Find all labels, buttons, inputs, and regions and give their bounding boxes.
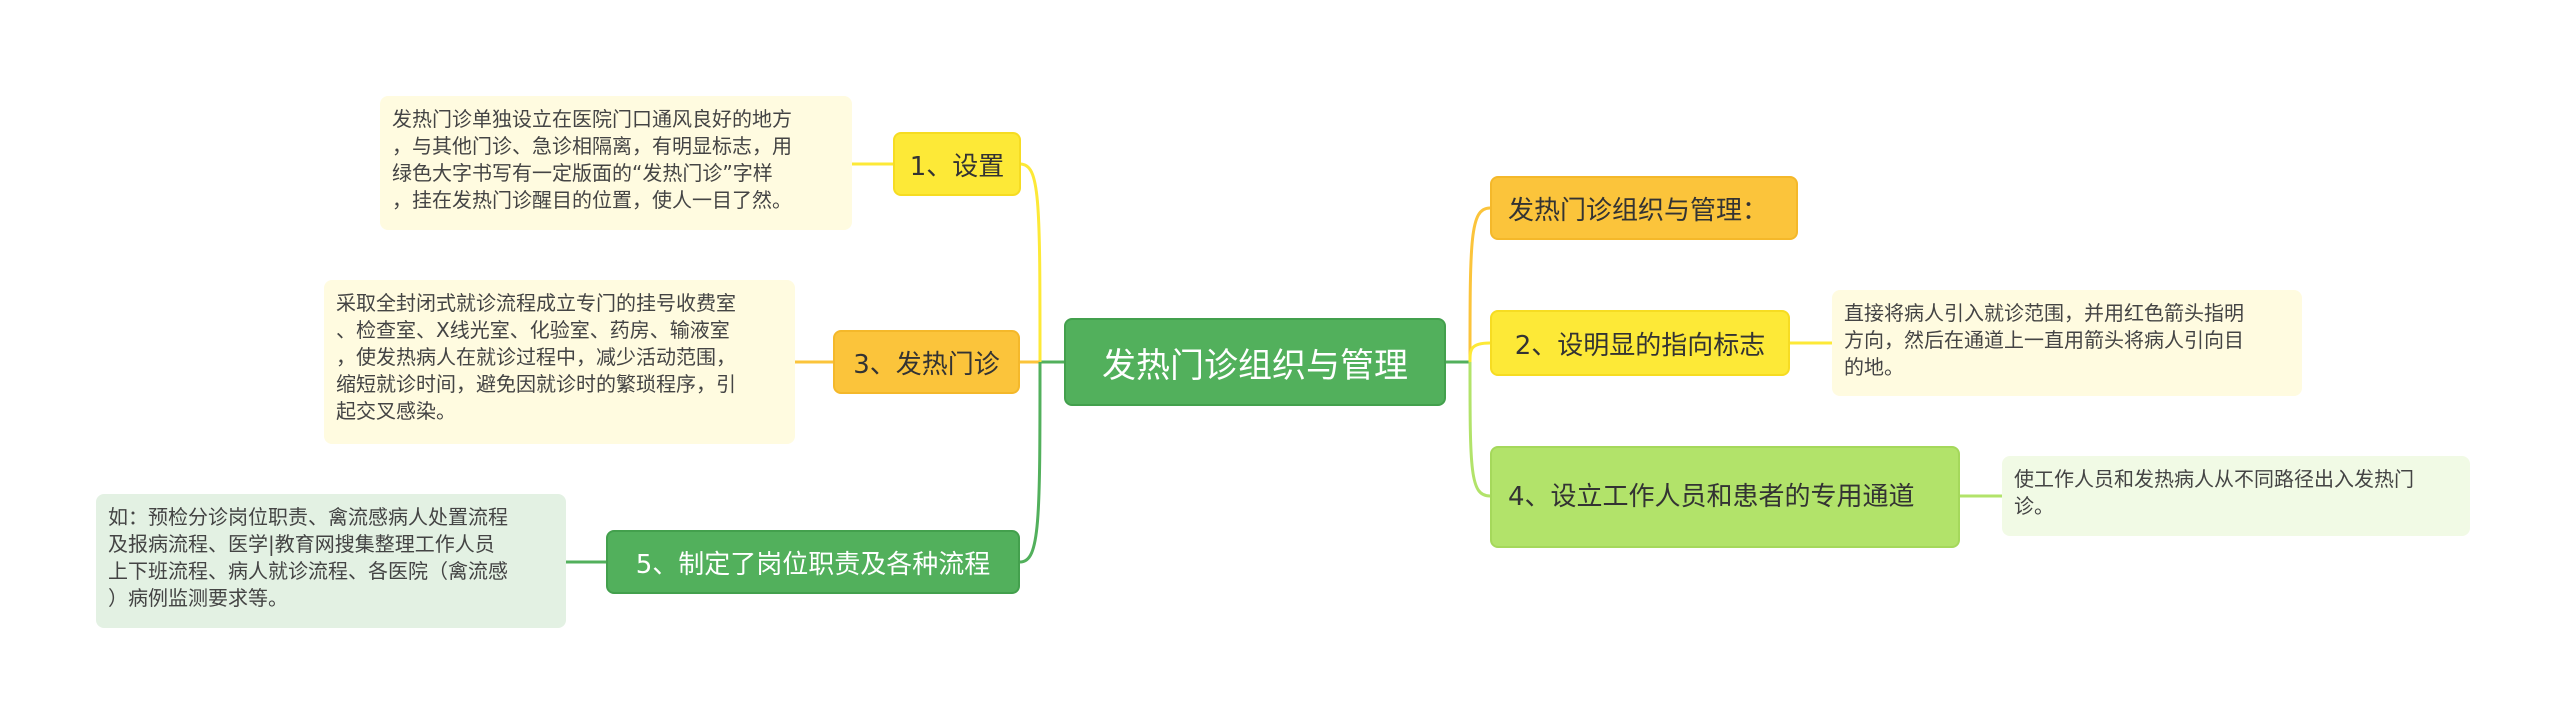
- branch-duties-processes-label: 5、制定了岗位职责及各种流程: [635, 549, 991, 580]
- connector-left-5: [1019, 361, 1042, 564]
- branch-org-management[interactable]: 发热门诊组织与管理：: [1490, 176, 1798, 240]
- branch-duties-processes[interactable]: 5、制定了岗位职责及各种流程: [606, 530, 1020, 594]
- connector-right-2: [1468, 341, 1491, 363]
- branch-dedicated-channel[interactable]: 4、设立工作人员和患者的专用通道: [1490, 446, 1960, 548]
- note-setup: 发热门诊单独设立在医院门口通风良好的地方 ，与其他门诊、急诊相隔离，有明显标志，…: [380, 96, 852, 230]
- branch-dedicated-channel-label: 4、设立工作人员和患者的专用通道: [1508, 482, 1915, 512]
- note-duties-processes: 如：预检分诊岗位职责、禽流感病人处置流程 及报病流程、医学|教育网搜集整理工作人…: [96, 494, 566, 628]
- note-signage: 直接将病人引入就诊范围，并用红色箭头指明 方向，然后在通道上一直用箭头将病人引向…: [1832, 290, 2302, 396]
- branch-setup-label: 1、设置: [909, 151, 1005, 182]
- connector-right-4: [1468, 361, 1491, 498]
- branch-org-management-label: 发热门诊组织与管理：: [1508, 195, 1769, 226]
- branch-setup[interactable]: 1、设置: [893, 132, 1021, 196]
- branch-signage[interactable]: 2、设明显的指向标志: [1490, 310, 1790, 376]
- connector-left-1: [1019, 162, 1042, 363]
- branch-fever-clinic-label: 3、发热门诊: [853, 349, 1000, 380]
- root-label: 发热门诊组织与管理: [1102, 345, 1408, 386]
- connector-right-title: [1468, 206, 1491, 363]
- branch-signage-label: 2、设明显的指向标志: [1514, 330, 1766, 361]
- branch-fever-clinic[interactable]: 3、发热门诊: [833, 330, 1020, 394]
- note-fever-clinic: 采取全封闭式就诊流程成立专门的挂号收费室 、检查室、X线光室、化验室、药房、输液…: [324, 280, 795, 444]
- root-node[interactable]: 发热门诊组织与管理: [1064, 318, 1446, 406]
- note-dedicated-channel: 使工作人员和发热病人从不同路径出入发热门 诊。: [2002, 456, 2470, 536]
